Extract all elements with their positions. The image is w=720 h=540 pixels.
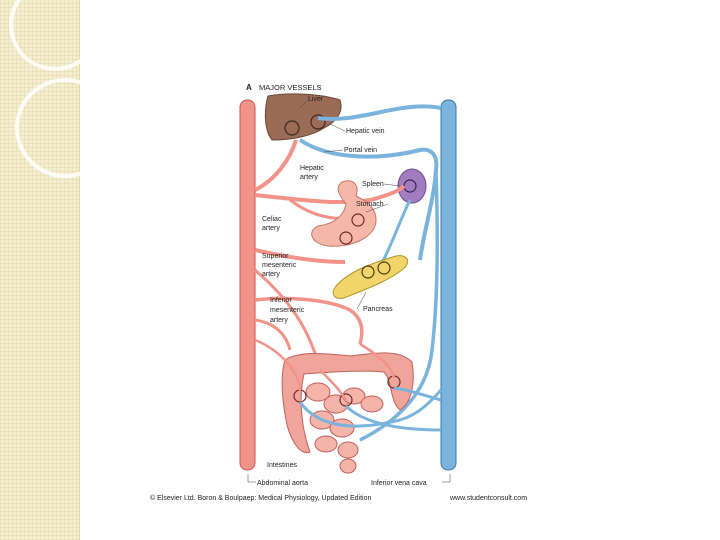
decorative-side-band [0,0,80,540]
inferior-mesenteric-artery-vessel [254,296,364,345]
label-intestines: Intestines [267,462,297,469]
stomach-capillary-bed-2 [339,231,353,245]
label-superior-mesenteric-1: Superior [262,253,289,260]
label-hepatic-artery-1: Hepatic [300,165,324,172]
figure-title: MAJOR VESSELS [259,83,322,92]
credit-url: www.studentconsult.com [449,495,527,502]
abdominal-aorta-vessel [239,99,256,471]
label-pancreas: Pancreas [363,306,393,313]
leader-lines [247,99,451,483]
hepatic-vein-vessel [317,104,442,121]
panel-letter: A [246,83,252,92]
label-stomach: Stomach [356,201,384,208]
intestinal-veins [298,386,443,432]
portal-vein-lower-branch [359,169,439,442]
celiac-artery-vessel [254,184,406,205]
liver-capillary-bed-2 [310,114,326,130]
liver-organ [264,93,342,141]
label-spleen: Spleen [362,181,384,188]
large-intestine-organ [281,352,414,454]
label-portal-vein: Portal vein [344,147,377,154]
celiac-branch-to-intestine [254,318,292,351]
label-liver: Liver [308,96,324,103]
label-superior-mesenteric-3: artery [262,271,280,278]
label-hepatic-vein: Hepatic vein [346,128,385,135]
credit-text: © Elsevier Ltd. Boron & Boulpaep: Medica… [150,494,371,502]
label-hepatic-artery-2: artery [300,174,318,181]
label-celiac-2: artery [262,225,280,232]
liver-capillary-bed [284,120,300,136]
superior-mesenteric-artery-vessel [254,248,346,264]
portal-vein-vessel [298,138,439,261]
label-inferior-mesenteric-2: mesenteric [270,307,305,314]
stomach-organ [311,180,377,247]
label-superior-mesenteric-2: mesenteric [262,262,297,269]
label-inferior-mesenteric-1: Inferior [270,297,292,304]
inferior-vena-cava-vessel [440,99,457,471]
pancreas-capillary-bed-2 [377,261,391,275]
intestinal-arteries [254,338,396,401]
label-abdominal-aorta: Abdominal aorta [257,480,308,487]
label-inferior-vena-cava: Inferior vena cava [371,480,427,487]
decorative-circles [9,0,115,178]
label-celiac-1: Celiac [262,216,282,223]
hepatic-artery-vessel [254,139,298,192]
label-inferior-mesenteric-3: artery [270,317,288,324]
stomach-capillary-bed [351,213,365,227]
pancreas-capillary-bed [361,265,375,279]
